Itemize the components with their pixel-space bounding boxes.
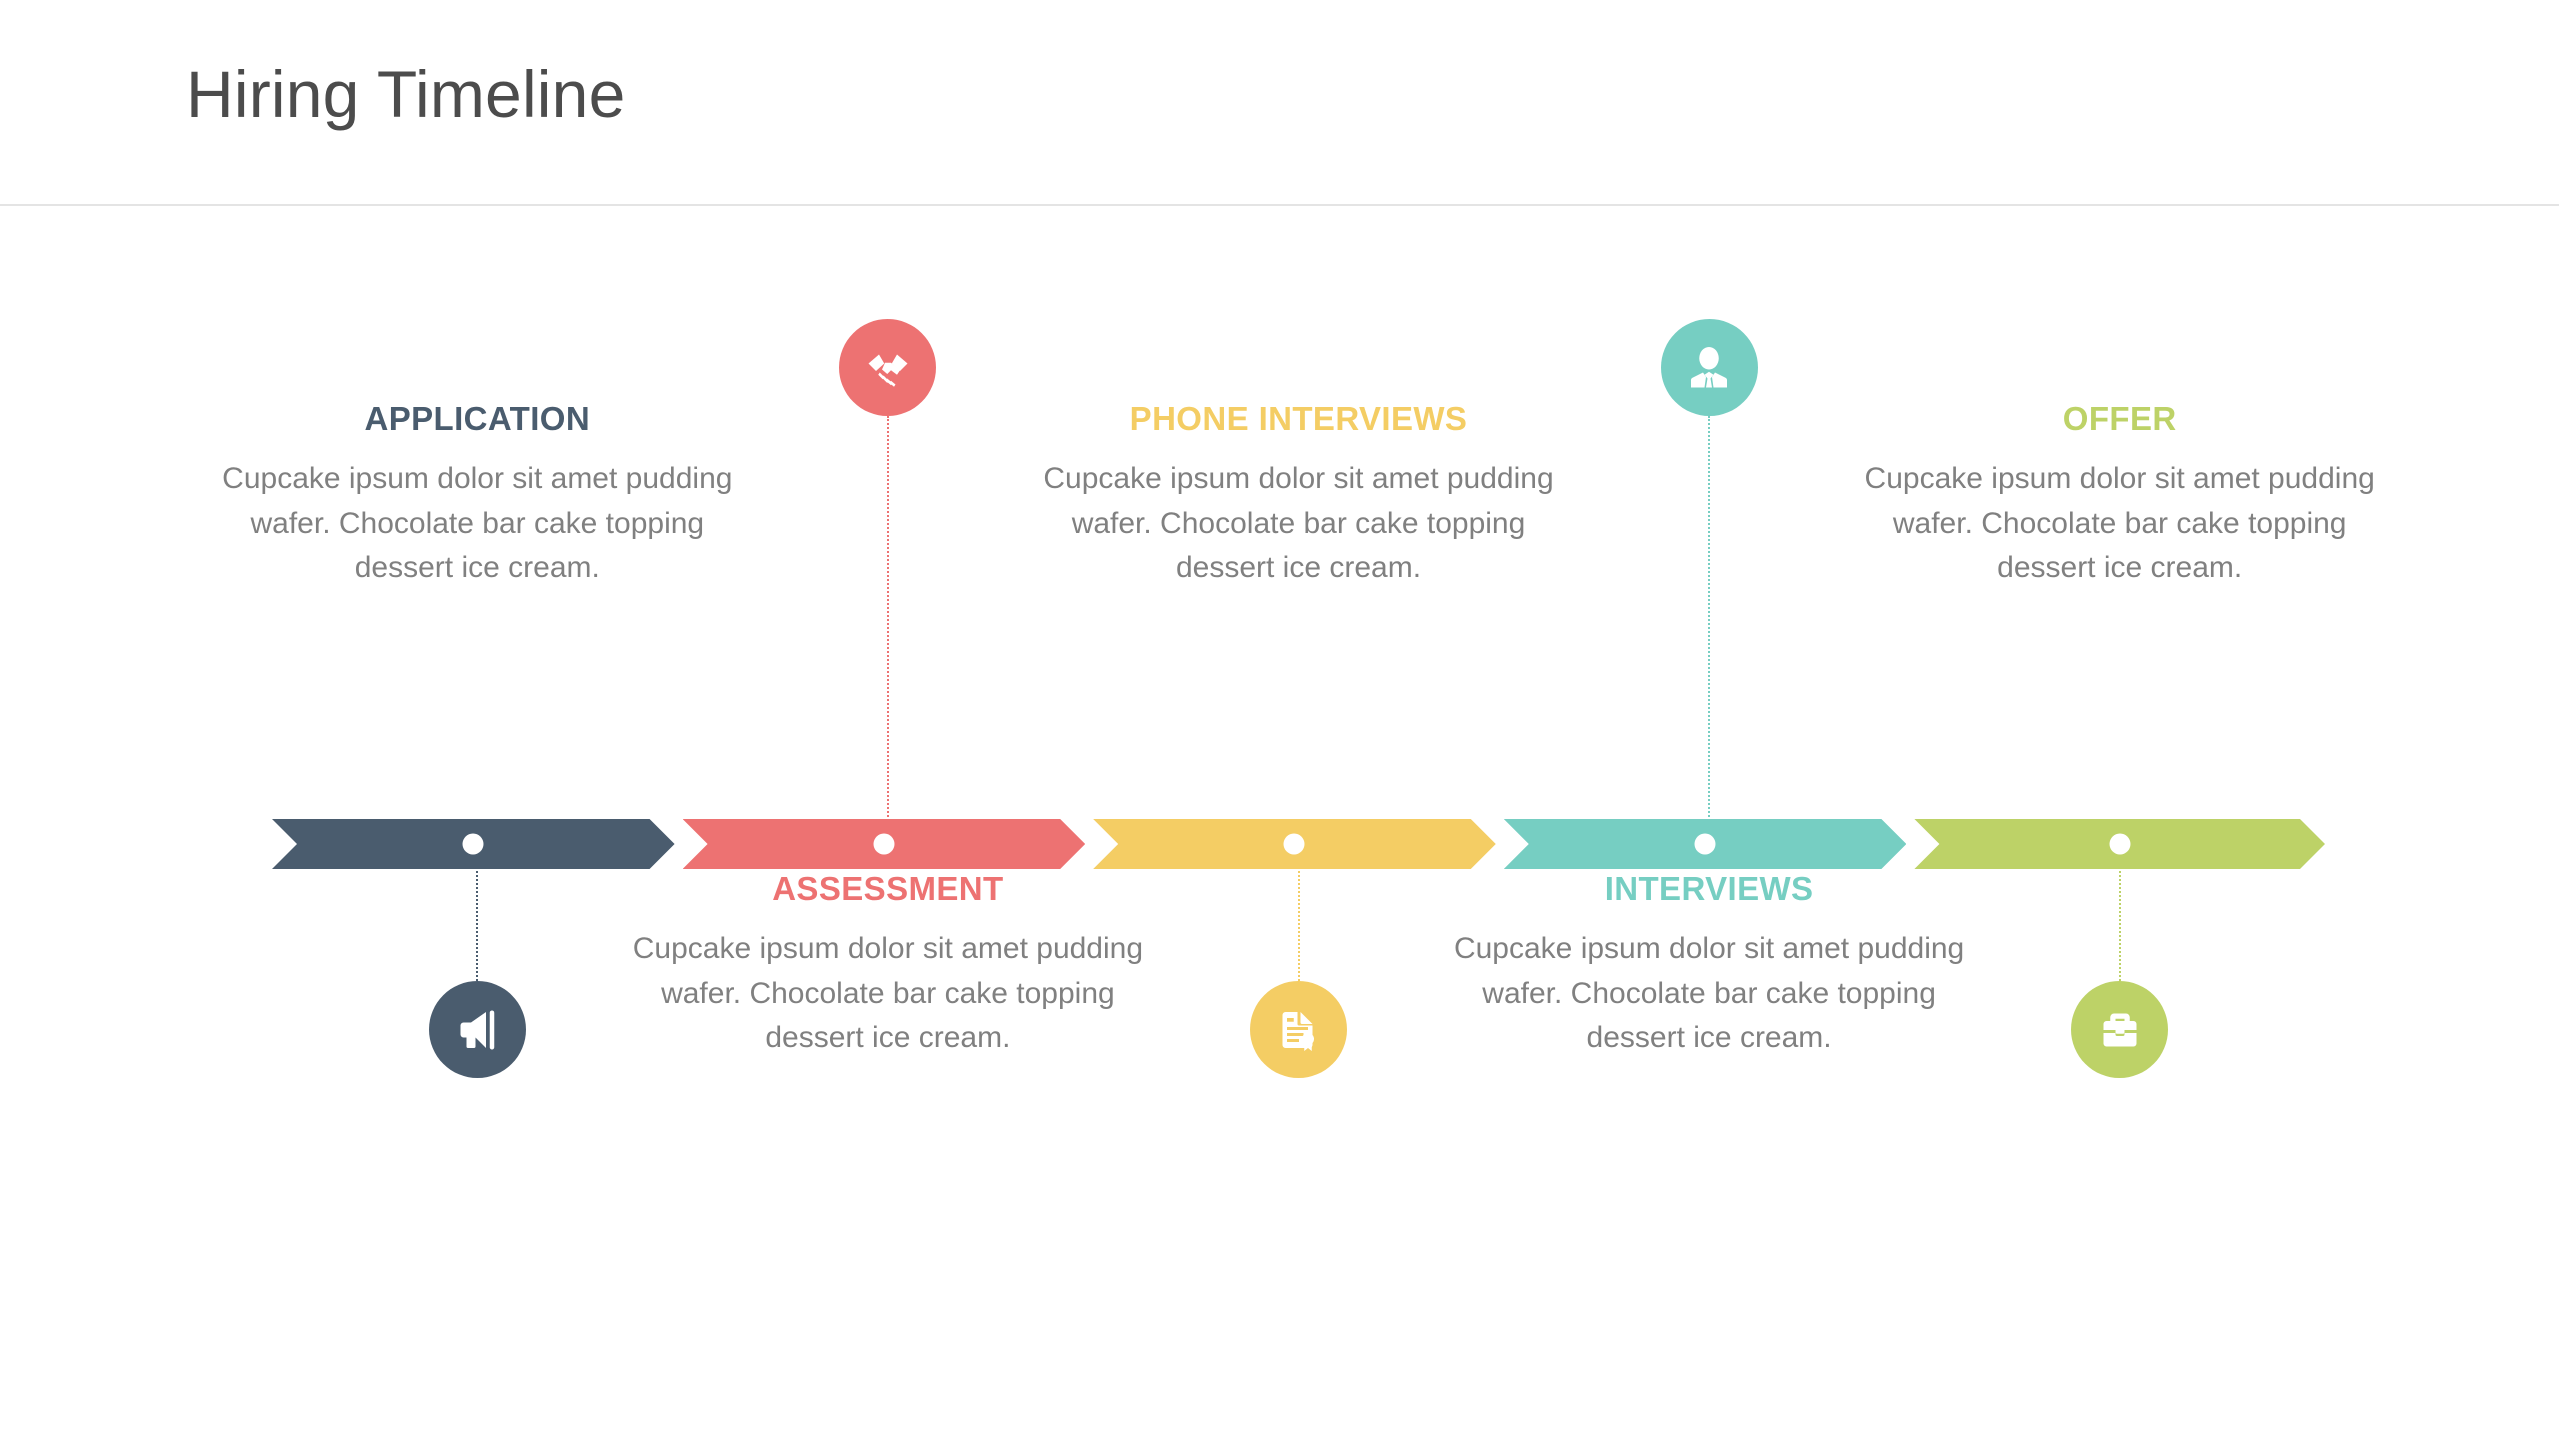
step-title-interviews: INTERVIEWS — [1604, 870, 1814, 907]
chevron-dot-application — [463, 834, 484, 855]
handshake-icon — [864, 344, 912, 392]
step-description-assessment: Cupcake ipsum dolor sit amet pudding waf… — [632, 932, 1144, 1055]
step-text-interviews: INTERVIEWS Cupcake ipsum dolor sit amet p… — [1429, 870, 1989, 1060]
chevron-segment-interviews[interactable] — [1504, 819, 1907, 869]
chevron-bar — [272, 819, 2325, 869]
connector-line-application — [476, 844, 479, 981]
chevron-segment-assessment[interactable] — [683, 819, 1086, 869]
step-description-application: Cupcake ipsum dolor sit amet pudding waf… — [222, 462, 733, 585]
icon-circle-application[interactable] — [428, 981, 526, 1078]
icon-circle-offer[interactable] — [2071, 981, 2169, 1078]
step-title-assessment: ASSESSMENT — [772, 870, 1004, 907]
connector-line-assessment — [886, 416, 889, 844]
chevron-dot-assessment — [873, 834, 894, 855]
step-title-application: APPLICATION — [364, 400, 591, 437]
certificate-icon — [1275, 1006, 1323, 1054]
step-description-interviews: Cupcake ipsum dolor sit amet pudding waf… — [1453, 932, 1965, 1055]
step-description-phone-interviews: Cupcake ipsum dolor sit amet pudding waf… — [1043, 462, 1554, 585]
chevron-dot-phone-interviews — [1284, 834, 1305, 855]
megaphone-icon — [453, 1006, 501, 1054]
timeline-container: APPLICATION Cupcake ipsum dolor sit amet … — [0, 206, 2559, 1440]
chevron-dot-interviews — [1695, 834, 1716, 855]
connector-line-offer — [2118, 844, 2121, 981]
businessperson-icon — [1685, 344, 1733, 392]
page-title: Hiring Timeline — [186, 57, 626, 131]
icon-circle-interviews[interactable] — [1660, 319, 1758, 416]
step-text-offer: OFFER Cupcake ipsum dolor sit amet puddin… — [1840, 400, 2400, 590]
step-text-assessment: ASSESSMENT Cupcake ipsum dolor sit amet p… — [608, 870, 1168, 1060]
slide-header: Hiring Timeline — [0, 0, 2559, 206]
icon-circle-phone-interviews[interactable] — [1250, 981, 1347, 1078]
connector-line-phone-interviews — [1297, 844, 1300, 981]
connector-line-interviews — [1708, 416, 1711, 844]
chevron-segment-offer[interactable] — [1914, 819, 2325, 869]
step-text-phone-interviews: PHONE INTERVIEWS Cupcake ipsum dolor sit … — [1019, 400, 1579, 590]
step-title-phone-interviews: PHONE INTERVIEWS — [1129, 400, 1468, 437]
chevron-segment-application[interactable] — [272, 819, 675, 869]
step-text-application: APPLICATION Cupcake ipsum dolor sit amet … — [197, 400, 757, 590]
briefcase-icon — [2096, 1006, 2144, 1054]
chevron-dot-offer — [2109, 834, 2130, 855]
icon-circle-assessment[interactable] — [839, 319, 937, 416]
chevron-segment-phone-interviews[interactable] — [1093, 819, 1496, 869]
step-title-offer: OFFER — [2062, 400, 2177, 437]
step-description-offer: Cupcake ipsum dolor sit amet pudding waf… — [1864, 462, 2375, 585]
